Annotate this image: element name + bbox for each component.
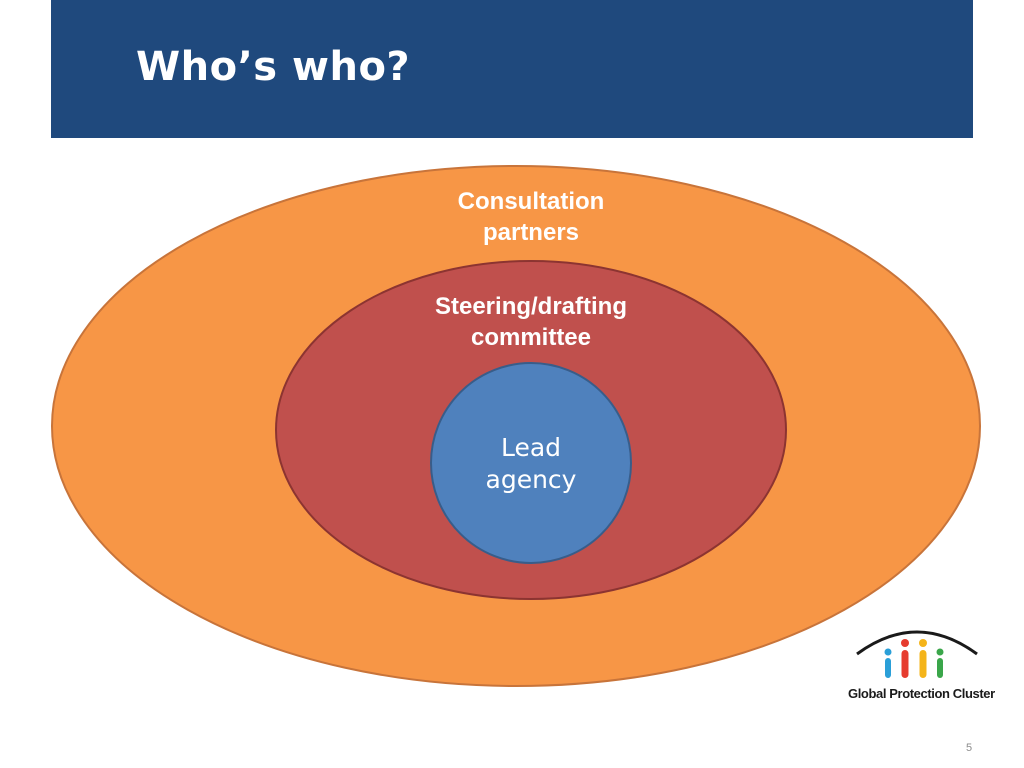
consultation-partners-line1: Consultation — [457, 188, 605, 215]
page-number: 5 — [966, 742, 973, 754]
global-protection-cluster-logo — [856, 630, 978, 678]
steering-committee-line1: Steering/drafting — [434, 293, 627, 320]
inner-circle — [430, 362, 632, 564]
title-bar — [51, 0, 973, 138]
steering-committee-label: Steering/drafting committee — [401, 291, 661, 353]
logo-figure-red — [901, 639, 909, 678]
steering-committee-line2: committee — [470, 324, 592, 351]
lead-agency-line2: agency — [485, 465, 577, 494]
logo-figure-green — [936, 648, 944, 678]
lead-agency-line1: Lead — [500, 433, 562, 462]
lead-agency-label: Lead agency — [431, 432, 631, 496]
slide-title: Who’s who? — [136, 44, 411, 90]
logo-figure-yellow — [919, 639, 927, 678]
logo-text: Global Protection Cluster — [848, 686, 995, 701]
consultation-partners-label: Consultation partners — [401, 186, 661, 248]
logo-figure-blue — [884, 648, 892, 678]
consultation-partners-line2: partners — [482, 219, 580, 246]
logo-arc — [856, 630, 978, 656]
